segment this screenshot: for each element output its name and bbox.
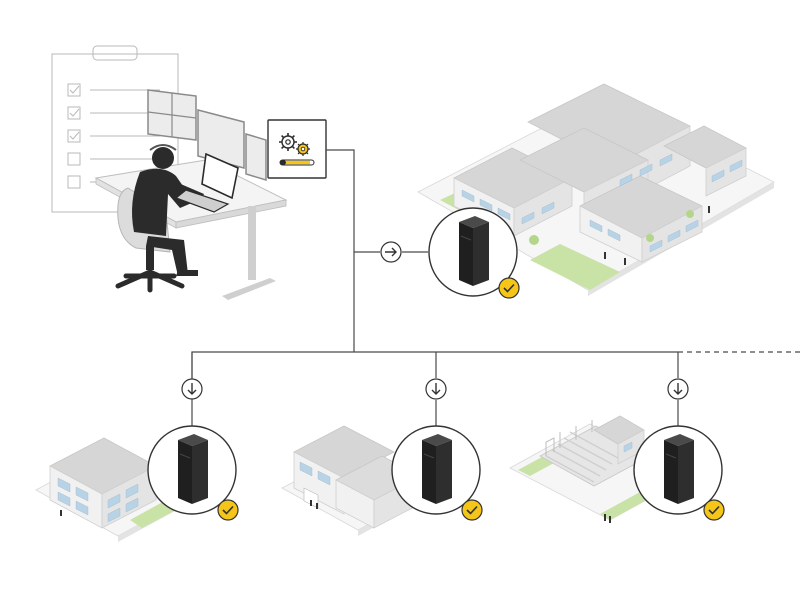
checkbox-empty <box>67 175 81 189</box>
tree-icon <box>529 210 694 245</box>
person-figure <box>604 514 606 521</box>
server-rack-icon <box>178 434 208 504</box>
laptop-icon <box>174 152 239 213</box>
admin-workstation <box>51 45 288 300</box>
check-badge-icon <box>461 499 483 521</box>
person-figure <box>60 510 62 516</box>
headquarters-campus <box>417 83 775 296</box>
hq-server-badge <box>428 207 520 299</box>
arrow-down-icon <box>425 378 447 400</box>
person-figure <box>316 503 318 509</box>
check-badge-icon <box>703 499 725 521</box>
branch-warehouse-building <box>281 425 433 536</box>
checkbox-checked <box>67 83 81 97</box>
server-rack-icon <box>422 434 452 504</box>
arrow-right-icon <box>380 241 402 263</box>
check-badge-icon <box>498 277 520 299</box>
checkbox-checked <box>67 129 81 143</box>
check-badge-icon <box>217 499 239 521</box>
people-figures <box>604 206 710 265</box>
branch-a-server-badge <box>147 425 239 521</box>
server-rack-icon <box>459 216 489 286</box>
grandstand-seating <box>545 420 619 483</box>
settings-update-card <box>267 119 327 179</box>
person-figure <box>609 516 611 523</box>
arrow-down-icon <box>667 378 689 400</box>
checkbox-checked <box>67 106 81 120</box>
server-rack-icon <box>664 434 694 504</box>
progress-bar <box>279 159 315 166</box>
headset-icon <box>149 144 177 151</box>
monitor-wall <box>147 89 267 182</box>
arrow-down-icon <box>181 378 203 400</box>
branch-c-server-badge <box>633 425 725 521</box>
branch-b-server-badge <box>391 425 483 521</box>
building-windows <box>461 153 743 253</box>
checkbox-empty <box>67 152 81 166</box>
person-figure <box>310 500 312 506</box>
gear-settings-icon <box>279 133 310 156</box>
